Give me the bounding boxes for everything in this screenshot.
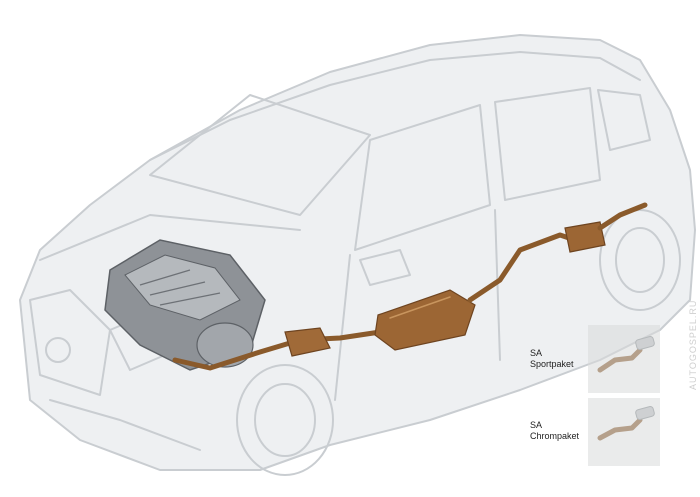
chrome-package-callout-box bbox=[588, 398, 660, 466]
engine bbox=[104, 239, 266, 371]
sport-package-label: SA Sportpaket bbox=[530, 348, 574, 369]
watermark: AUTOGOSPEL.RU bbox=[688, 299, 698, 390]
chrome-package-label: SA Chrompaket bbox=[530, 420, 580, 441]
exhaust-system bbox=[172, 202, 648, 371]
sport-package-callout-box bbox=[588, 325, 660, 393]
